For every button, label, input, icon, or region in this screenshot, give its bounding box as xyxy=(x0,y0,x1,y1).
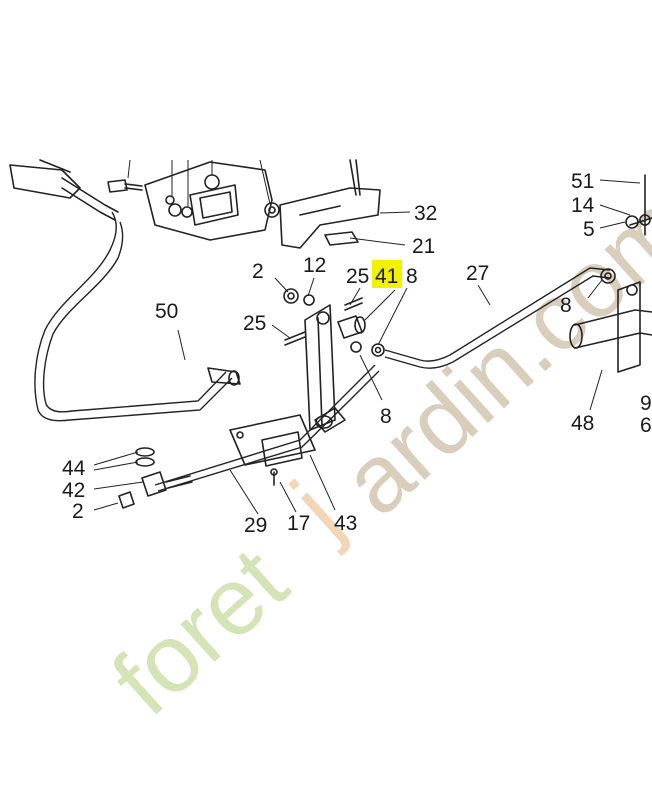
label-44: 44 xyxy=(62,457,86,480)
label-25-top: 25 xyxy=(346,265,369,288)
label-6: 6 xyxy=(640,414,652,437)
central-bracket xyxy=(229,304,346,486)
label-14: 14 xyxy=(571,194,595,217)
label-2-bottom: 2 xyxy=(72,500,84,523)
label-51: 51 xyxy=(571,170,594,193)
label-12: 12 xyxy=(303,254,326,277)
leader-lines xyxy=(93,159,641,515)
watermark: foret j ardin.com xyxy=(92,174,652,736)
rod-29 xyxy=(118,364,380,509)
pin-and-washers xyxy=(283,288,385,357)
label-27: 27 xyxy=(466,262,489,285)
label-17: 17 xyxy=(287,512,310,535)
label-9: 9 xyxy=(640,392,652,415)
pedal-arm xyxy=(9,159,119,221)
rod-50 xyxy=(34,211,241,422)
top-bracket xyxy=(107,161,280,241)
rod-27 xyxy=(384,267,616,369)
label-21: 21 xyxy=(412,235,435,258)
label-42: 42 xyxy=(62,479,85,502)
label-8-right: 8 xyxy=(560,294,572,317)
highlight-41 xyxy=(372,260,402,288)
watermark-green-text: foret xyxy=(92,528,306,736)
label-8-center: 8 xyxy=(380,405,392,428)
label-5: 5 xyxy=(583,218,595,241)
watermark-tan-text: ardin.com xyxy=(322,174,652,536)
label-25-left: 25 xyxy=(243,312,266,335)
label-8-top: 8 xyxy=(406,265,418,288)
label-41: 41 xyxy=(375,265,398,288)
label-43: 43 xyxy=(334,512,357,535)
part-labels: 51 14 5 32 21 2 12 25 41 8 27 8 50 25 8 … xyxy=(62,170,652,537)
label-50: 50 xyxy=(155,300,178,323)
label-32: 32 xyxy=(414,202,437,225)
right-bracket xyxy=(569,174,652,373)
lever-plate-32 xyxy=(279,159,381,249)
label-48: 48 xyxy=(571,412,594,435)
mechanism-drawing xyxy=(9,159,652,515)
label-2-top: 2 xyxy=(252,260,264,283)
label-29: 29 xyxy=(244,514,267,537)
